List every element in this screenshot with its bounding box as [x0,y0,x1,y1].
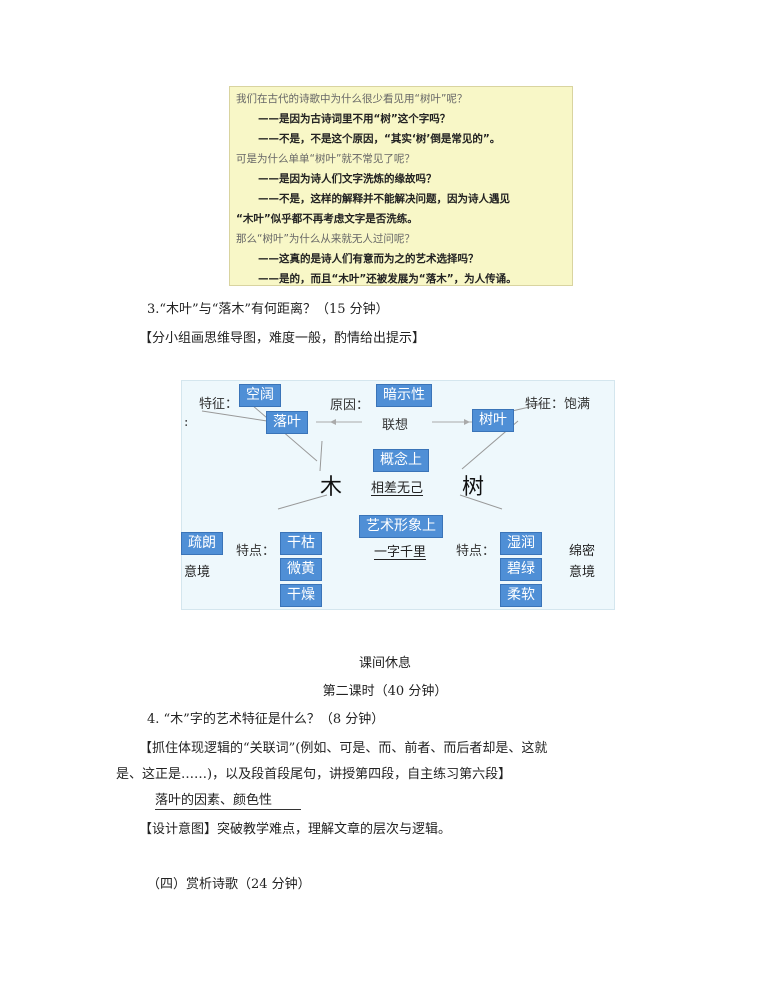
feature-left-label: 特征： [199,397,239,412]
node-shuye: 树叶 [472,409,514,432]
yijing-right: 意境 [569,565,596,580]
node-rou-ruan: 柔软 [500,584,542,607]
qa-line: ——不是，这样的解释并不能解决问题，因为诗人遇见 [258,193,510,205]
qa-line: ——这真的是诗人们有意而为之的艺术选择吗？ [258,253,479,265]
qa-line: ——是的，而且“木叶”还被发展为“落木”，为人传诵。 [258,273,517,285]
second-lesson-heading: 第二课时（40 分钟） [322,684,448,699]
section3-hint: 【分小组画思维导图，难度一般，酌情给出提示】 [139,331,426,346]
section-four-title: （四）赏析诗歌（24 分钟） [147,877,311,892]
mind-map-image: 特征： : 空阔 落叶 原因： 暗示性 联想 树叶 特征：饱满 概念上 木 相差… [181,380,615,610]
reason-label: 原因： [330,398,370,413]
break-heading: 课间休息 [358,656,411,671]
node-shi-run: 湿润 [500,532,542,555]
char-mu: 木 [320,475,343,500]
section4-hint-line1: 【抓住体现逻辑的“关联词”(例如、可是、而、前者、而后者却是、这就 [139,741,548,756]
qa-image-box: 我们在古代的诗歌中为什么很少看见用“树叶”呢？ ——是因为古诗词里不用“树”这个… [229,86,573,286]
node-gan-zao: 干燥 [280,584,322,607]
qa-line: ——不是，不是这个原因，“其实‘树’倒是常见的”。 [258,133,501,145]
node-bi-lv: 碧绿 [500,558,542,581]
yizi-note: 一字千里 [374,545,427,560]
node-yishu: 艺术形象上 [359,515,443,538]
section3-title: 3.“木叶”与“落木”有何距离？（15 分钟） [147,302,389,317]
handwritten-note: 落叶的因素、颜色性 [155,789,301,810]
lianxiang-label: 联想 [382,418,409,433]
mimi-note: 绵密 [569,544,596,559]
yijing-left: 意境 [184,565,211,580]
node-wei-huang: 微黄 [280,558,322,581]
feature-right-label: 特征：饱满 [525,397,591,412]
qa-line: 我们在古代的诗歌中为什么很少看见用“树叶”呢？ [236,93,468,105]
node-luoye: 落叶 [266,411,308,434]
qa-line: ——是因为诗人们文字洗炼的缘故吗？ [258,173,437,185]
qa-line: 可是为什么单单“树叶”就不常见了呢？ [236,153,415,165]
node-anshixing: 暗示性 [376,384,432,407]
node-kongkuo: 空阔 [239,384,281,407]
feature-left-colon: : [184,415,189,430]
section4-title: 4. “木”字的艺术特征是什么？（8 分钟） [147,712,385,727]
qa-line: “木叶”似乎都不再考虑文字是否洗练。 [236,213,418,225]
tedian-right: 特点： [456,544,496,559]
section4-hint-line2: 是、这正是……)，以及段首段尾句，讲授第四段，自主练习第六段】 [116,767,512,782]
node-gainian: 概念上 [373,449,429,472]
char-shu: 树 [462,475,485,500]
qa-line: ——是因为古诗词里不用“树”这个字吗？ [258,113,451,125]
xiangcha-note: 相差无己 [371,481,424,496]
node-gan-ku: 干枯 [280,532,322,555]
node-shulang: 疏朗 [181,532,223,555]
tedian-left: 特点： [236,544,276,559]
design-intent: 【设计意图】突破教学难点，理解文章的层次与逻辑。 [139,822,452,837]
mind-map-connectors [201,402,548,510]
qa-line: 那么“树叶”为什么从来就无人过问呢？ [236,233,415,245]
